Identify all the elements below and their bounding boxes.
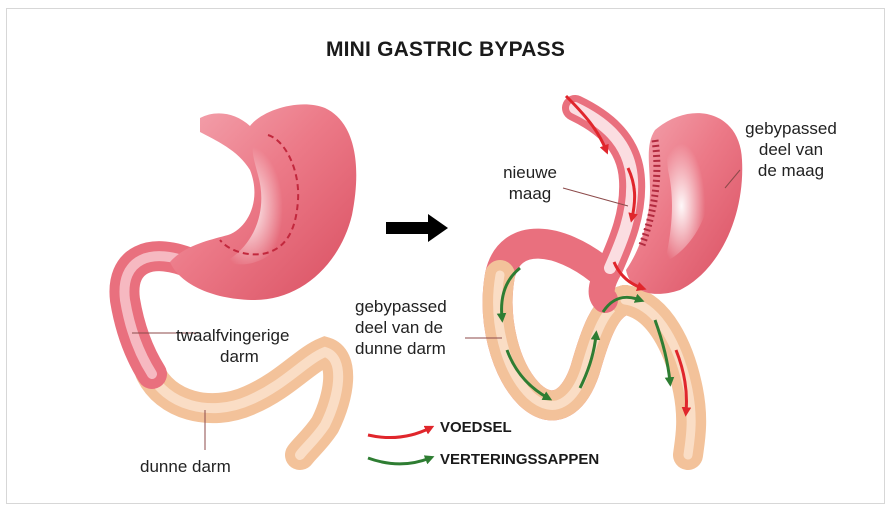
label-line: darm [176,346,289,367]
legend-juice-arrow [368,458,430,464]
diagram-title: MINI GASTRIC BYPASS [0,38,891,62]
label-line: deel van de [355,317,475,338]
legend-juice-label: VERTERINGSSAPPEN [440,451,599,468]
label-line: twaalfvingerige [176,325,289,346]
label-line: maag [500,183,560,204]
label-duodenum: twaalfvingerige darm [176,325,289,367]
label-line: deel van [736,139,846,160]
label-small-intestine: dunne darm [140,456,231,477]
label-line: de maag [736,160,846,181]
label-line: gebypassed [355,296,475,317]
original-anatomy [124,104,356,455]
label-bypassed-intestine: gebypassed deel van de dunne darm [355,296,475,359]
bypass-anatomy [498,108,743,455]
label-bypassed-stomach: gebypassed deel van de maag [736,118,846,181]
label-line: nieuwe [500,162,560,183]
label-line: gebypassed [736,118,846,139]
legend-food-label: VOEDSEL [440,419,512,436]
label-new-stomach: nieuwe maag [500,162,560,204]
label-line: dunne darm [355,338,475,359]
transition-arrow [386,214,448,242]
legend-food-arrow [368,428,430,438]
